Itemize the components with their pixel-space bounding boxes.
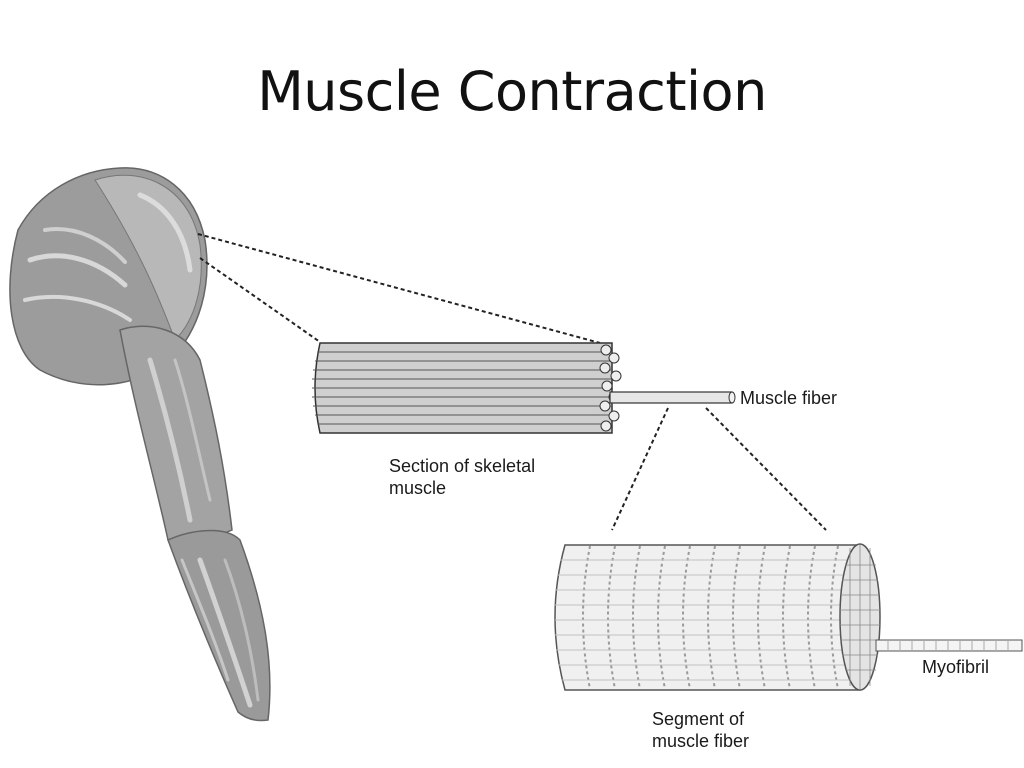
arm-illustration: [9, 167, 271, 722]
label-section-line2: muscle: [389, 478, 447, 498]
label-section-line1: Section of skeletal: [389, 456, 536, 476]
label-muscle-fiber-segment: Segment of muscle fiber: [652, 708, 749, 752]
skeletal-muscle-section: [312, 342, 736, 434]
connector-fiber-left: [611, 407, 669, 531]
slide-title: Muscle Contraction: [257, 60, 767, 123]
label-myofibril: Myofibril: [922, 657, 990, 677]
label-segment-line1: Segment of: [652, 709, 745, 729]
muscle-fiber-strand: [609, 391, 733, 404]
connector-fiber-right: [705, 407, 827, 531]
connector-lower: [199, 257, 321, 343]
label-muscle-fiber: Muscle fiber: [740, 388, 838, 408]
label-segment-line2: muscle fiber: [652, 731, 750, 751]
muscle-fiber-segment: [554, 543, 1023, 691]
connector-upper: [197, 233, 601, 344]
myofibril-strand: [875, 639, 1023, 652]
zoom-connector-lines: [197, 233, 827, 531]
label-skeletal-muscle-section: Section of skeletal muscle: [389, 455, 535, 499]
